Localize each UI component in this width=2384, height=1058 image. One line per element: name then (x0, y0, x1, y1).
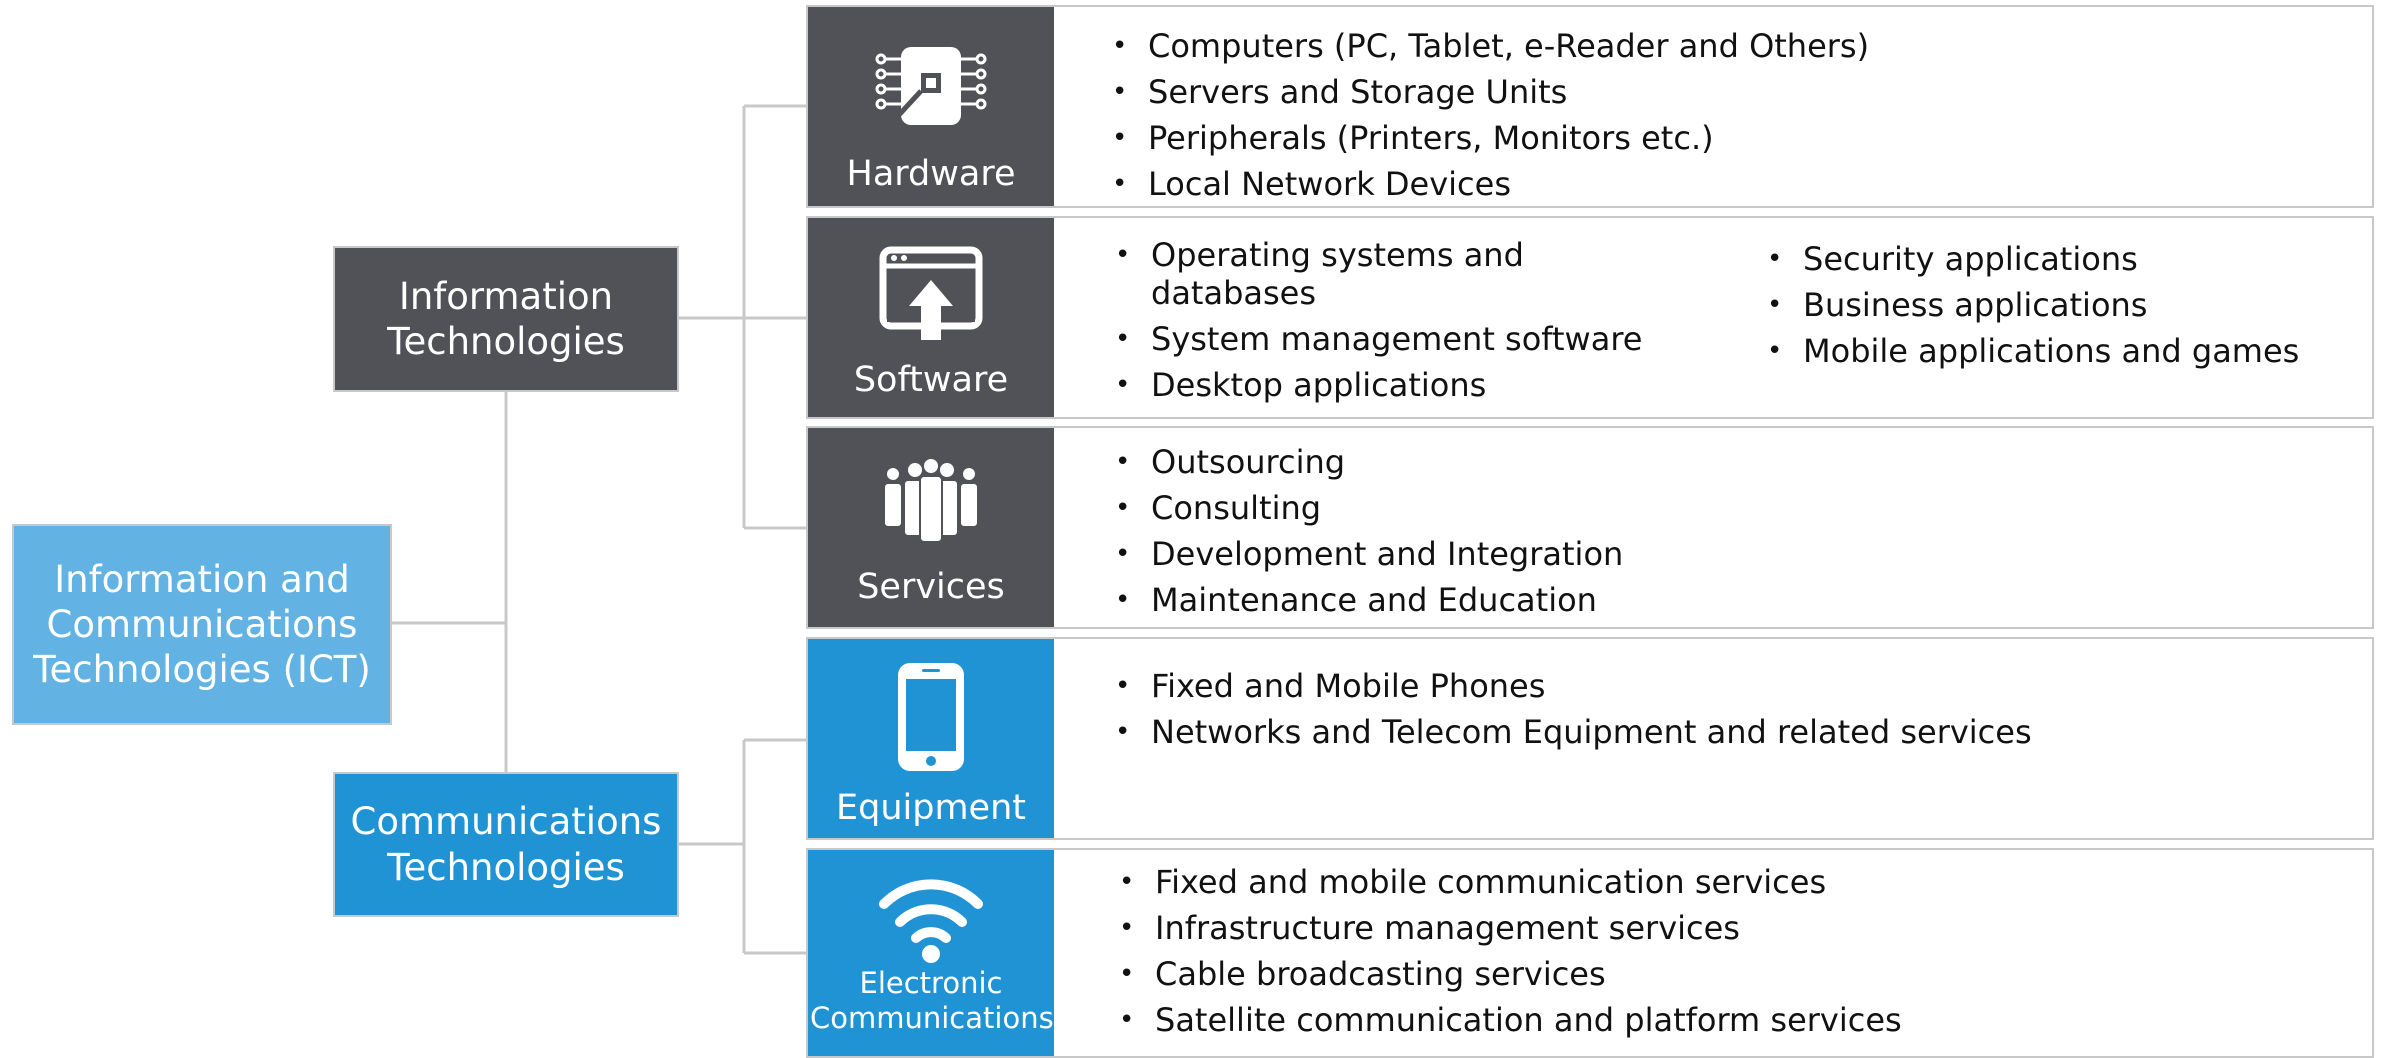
hardware-row: Hardware Computers (PC, Tablet, e-Reader… (806, 5, 2374, 208)
list-item: Business applications (1763, 286, 2299, 324)
electronic-communications-tile: Electronic Communications (808, 850, 1054, 1056)
list-item: Fixed and mobile communication services (1115, 863, 1902, 901)
list-item: Consulting (1111, 489, 1623, 527)
services-tile: Services (808, 428, 1054, 627)
services-label: Services (857, 567, 1005, 607)
equipment-row: Equipment Fixed and Mobile Phones Networ… (806, 637, 2374, 840)
list-item: Satellite communication and platform ser… (1115, 1001, 1902, 1039)
information-technologies-label: Information Technologies (387, 274, 625, 363)
equipment-label: Equipment (836, 788, 1026, 828)
list-item: Peripherals (Printers, Monitors etc.) (1108, 119, 1869, 157)
hardware-label: Hardware (846, 154, 1016, 194)
communications-technologies-label: Communications Technologies (350, 800, 662, 889)
list-item: Cable broadcasting services (1115, 955, 1902, 993)
list-item: Infrastructure management services (1115, 909, 1902, 947)
list-item: Outsourcing (1111, 443, 1623, 481)
people-group-icon (883, 458, 979, 543)
software-tile: Software (808, 218, 1054, 417)
list-item: Networks and Telecom Equipment and relat… (1111, 713, 2032, 751)
list-item: Development and Integration (1111, 535, 1623, 573)
list-item: Maintenance and Education (1111, 581, 1623, 619)
software-list-right: Security applications Business applicati… (1763, 240, 2299, 378)
hardware-list: Computers (PC, Tablet, e-Reader and Othe… (1108, 27, 1869, 211)
wifi-icon (879, 879, 983, 963)
electronic-communications-label: Electronic Communications (810, 966, 1054, 1035)
electronic-communications-row: Electronic Communications Fixed and mobi… (806, 848, 2374, 1058)
list-item: Desktop applications (1111, 366, 1671, 404)
list-item: Local Network Devices (1108, 165, 1869, 203)
software-label: Software (853, 360, 1009, 400)
hardware-tile: Hardware (808, 7, 1054, 206)
list-item: System management software (1111, 320, 1671, 358)
services-row: Services Outsourcing Consulting Developm… (806, 426, 2374, 629)
list-item: Security applications (1763, 240, 2299, 278)
software-upload-icon (879, 246, 983, 340)
ict-root-node: Information and Communications Technolog… (12, 524, 392, 725)
services-list: Outsourcing Consulting Development and I… (1111, 443, 1623, 627)
electronic-communications-list: Fixed and mobile communication services … (1115, 863, 1902, 1047)
chip-icon (875, 47, 987, 125)
software-list: Operating systems and databases System m… (1111, 236, 1671, 412)
communications-technologies-node: Communications Technologies (333, 772, 679, 917)
list-item: Computers (PC, Tablet, e-Reader and Othe… (1108, 27, 1869, 65)
equipment-tile: Equipment (808, 639, 1054, 838)
list-item: Operating systems and databases (1111, 236, 1671, 312)
smartphone-icon (898, 663, 964, 771)
equipment-list: Fixed and Mobile Phones Networks and Tel… (1111, 667, 2032, 759)
software-row: Software Operating systems and databases… (806, 216, 2374, 419)
information-technologies-node: Information Technologies (333, 246, 679, 392)
list-item: Mobile applications and games (1763, 332, 2299, 370)
list-item: Servers and Storage Units (1108, 73, 1869, 111)
list-item: Fixed and Mobile Phones (1111, 667, 2032, 705)
ict-root-label: Information and Communications Technolog… (33, 557, 371, 692)
